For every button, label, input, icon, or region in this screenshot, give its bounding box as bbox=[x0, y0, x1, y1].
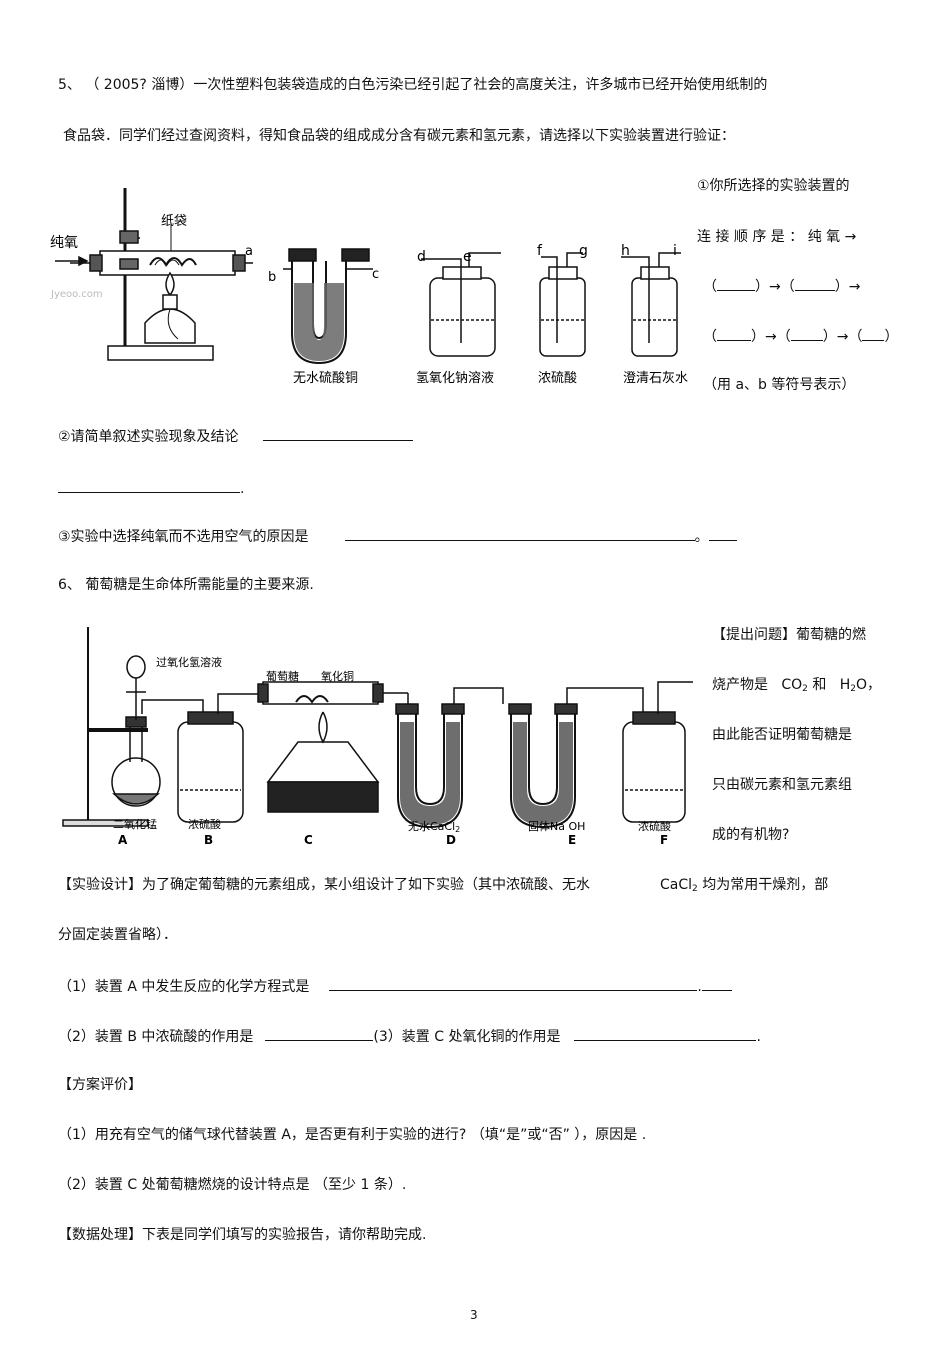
label-cacl2: 无水CaCl2 bbox=[408, 820, 460, 834]
answer-blank-6[interactable] bbox=[262, 426, 413, 441]
answer-blank-3[interactable] bbox=[717, 326, 751, 341]
label-i: i bbox=[673, 243, 677, 259]
q6-apparatus-figure: 过氧化氢溶液 葡萄糖 氧化铜 二氧化锰 浓硫酸 无水CaCl2 固体Na OH … bbox=[62, 627, 693, 847]
answer-blank-11[interactable] bbox=[574, 1026, 757, 1041]
q5-line2: 食品袋．同学们经过查阅资料，得知食品袋的组成成分含有碳元素和氢元素，请选择以下实… bbox=[63, 128, 735, 144]
label-f: f bbox=[537, 243, 543, 259]
q6-eval-title: 【方案评价】 bbox=[58, 1077, 142, 1093]
q5-question-3: ③实验中选择纯氧而不选用空气的原因是。 bbox=[58, 526, 737, 546]
label-glucose: 葡萄糖 bbox=[266, 669, 299, 683]
q5-apparatus-figure: 纯氧 纸袋 Jyeoo.com a b c d e f g h i 无水硫酸铜 … bbox=[50, 188, 688, 386]
caption-cuso4: 无水硫酸铜 bbox=[293, 371, 358, 386]
q6-eval-1: （1）用充有空气的储气球代替装置 A，是否更有利于实验的进行? （填“是”或“否… bbox=[58, 1127, 647, 1143]
q6-eval-2: （2）装置 C 处葡萄糖燃烧的设计特点是 （至少 1 条）. bbox=[58, 1177, 407, 1193]
q6-side-3: 由此能否证明葡萄糖是 bbox=[712, 727, 852, 743]
label-e: e bbox=[463, 249, 472, 265]
device-A-label: A bbox=[118, 833, 128, 847]
q6-part-1: （1）装置 A 中发生反应的化学方程式是. bbox=[58, 976, 732, 996]
q6-line1: 6、 葡萄糖是生命体所需能量的主要来源. bbox=[58, 577, 314, 593]
label-paper-bag: 纸袋 bbox=[161, 214, 187, 229]
answer-blank-7[interactable] bbox=[58, 478, 240, 493]
q6-design-2: 分固定装置省略）． bbox=[58, 927, 177, 943]
label-c: c bbox=[372, 267, 379, 282]
q6-side-1: 【提出问题】葡萄糖的燃 bbox=[712, 627, 866, 643]
answer-blank-8b[interactable] bbox=[708, 526, 737, 541]
label-h2so4-b: 浓硫酸 bbox=[188, 817, 221, 831]
device-C-label: C bbox=[304, 833, 313, 847]
answer-blank-9[interactable] bbox=[329, 976, 698, 991]
q6-data-title: 【数据处理】下表是同学们填写的实验报告，请你帮助完成. bbox=[58, 1227, 427, 1243]
answer-blank-4[interactable] bbox=[790, 326, 823, 341]
q6-part-2: （2）装置 B 中浓硫酸的作用是(3）装置 C 处氧化铜的作用是. bbox=[58, 1026, 761, 1046]
answer-blank-5[interactable] bbox=[862, 326, 885, 341]
device-D-label: D bbox=[446, 833, 456, 847]
caption-naoh: 氢氧化钠溶液 bbox=[416, 371, 494, 386]
device-F-label: F bbox=[660, 833, 668, 847]
label-a: a bbox=[245, 244, 253, 259]
q6-side-2: 烧产物是 CO2 和 H2O， bbox=[712, 677, 881, 694]
label-g: g bbox=[579, 243, 588, 259]
answer-blank-10[interactable] bbox=[265, 1026, 374, 1041]
paper-bag-sample bbox=[149, 257, 197, 268]
q6-side-4: 只由碳元素和氢元素组 bbox=[712, 777, 852, 793]
q5-side-1: ①你所选择的实验装置的 bbox=[697, 178, 850, 194]
label-naoh-solid: 固体Na OH bbox=[528, 819, 585, 833]
q5-side-4: （）→（）→（） bbox=[703, 326, 898, 346]
answer-blank-9b[interactable] bbox=[701, 976, 732, 991]
label-cuo: 氧化铜 bbox=[321, 669, 354, 683]
label-pure-oxygen: 纯氧 bbox=[50, 235, 78, 251]
q5-question-2: ②请简单叙述实验现象及结论 bbox=[58, 426, 413, 446]
answer-blank-8[interactable] bbox=[344, 526, 695, 541]
label-h: h bbox=[621, 243, 630, 259]
device-E-label: E bbox=[568, 833, 576, 847]
device-B-label: B bbox=[204, 833, 213, 847]
watermark: Jyeoo.com bbox=[50, 289, 103, 300]
q5-line1: 5、 （ 2005? 淄博）一次性塑料包装袋造成的白色污染已经引起了社会的高度关… bbox=[58, 77, 768, 93]
answer-blank-1[interactable] bbox=[717, 276, 755, 291]
caption-limewater: 澄清石灰水 bbox=[623, 371, 688, 386]
q5-side-3: （）→（）→ bbox=[703, 276, 860, 296]
page-number: 3 bbox=[470, 1308, 478, 1322]
q6-side-5: 成的有机物? bbox=[712, 827, 790, 843]
label-b: b bbox=[268, 270, 276, 285]
label-d: d bbox=[417, 249, 426, 265]
q5-side-5: （用 a、b 等符号表示） bbox=[703, 377, 856, 393]
label-h2so4-f: 浓硫酸 bbox=[638, 819, 671, 833]
caption-h2so4: 浓硫酸 bbox=[538, 371, 577, 386]
label-mno2: 二氧化锰 bbox=[113, 817, 157, 831]
q5-question-2-cont: . bbox=[58, 478, 244, 498]
answer-blank-2[interactable] bbox=[794, 276, 835, 291]
label-h2o2: 过氧化氢溶液 bbox=[156, 655, 222, 669]
q5-side-2: 连 接 顺 序 是 ： 纯 氧 → bbox=[697, 229, 857, 245]
